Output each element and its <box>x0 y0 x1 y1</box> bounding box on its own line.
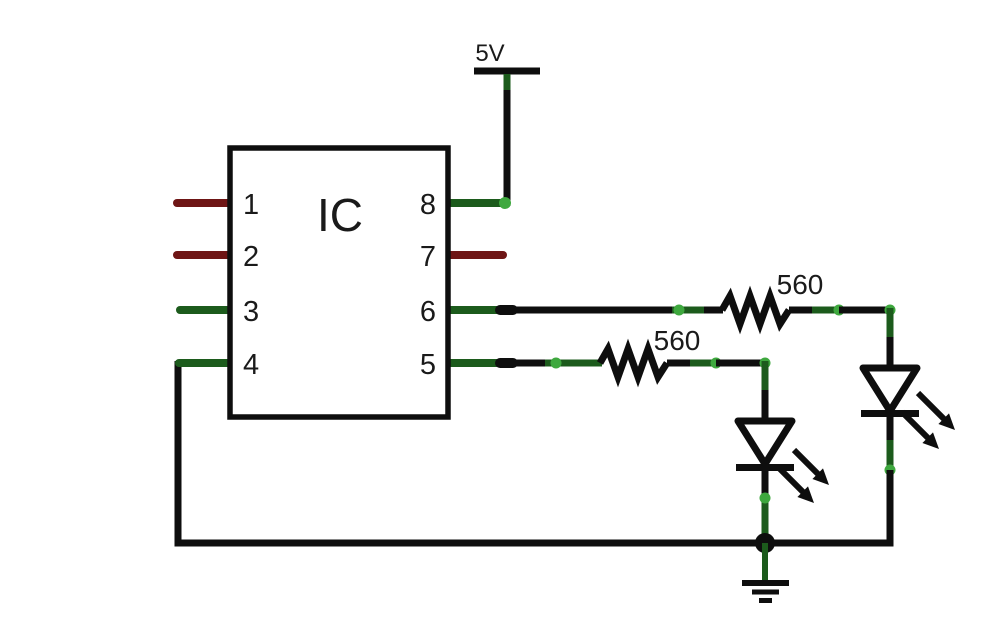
resistor-2 <box>596 338 670 388</box>
led-1-emission-arrows-icon <box>899 390 955 449</box>
resistor-2-value-label: 560 <box>654 325 701 356</box>
led-2-triangle-icon <box>734 417 796 468</box>
ic-pin-label-6: 6 <box>420 296 436 328</box>
net-node-dot <box>673 304 685 316</box>
ic-pin-label-5: 5 <box>420 349 436 381</box>
resistor-1-value-label: 560 <box>777 269 824 300</box>
led-1 <box>859 364 955 449</box>
net-node-dot <box>759 492 771 504</box>
led-2 <box>734 417 829 503</box>
ic-pin-label-1: 1 <box>243 189 259 221</box>
ic-label: IC <box>317 189 363 241</box>
led-1-triangle-icon <box>859 364 921 415</box>
ic-pin-label-8: 8 <box>420 189 436 221</box>
net-node-dot <box>550 357 562 369</box>
power-5v-label: 5V <box>475 40 504 67</box>
ic-pin-label-4: 4 <box>243 349 259 381</box>
led-2-emission-arrows-icon <box>776 447 829 503</box>
resistor-1 <box>718 285 792 335</box>
ground-icon <box>742 580 789 603</box>
ic-body <box>227 145 451 420</box>
ic-pin-label-2: 2 <box>243 241 259 273</box>
ic-pin-label-3: 3 <box>243 296 259 328</box>
net-node-dot <box>499 197 511 209</box>
ic-pin-label-7: 7 <box>420 241 436 273</box>
